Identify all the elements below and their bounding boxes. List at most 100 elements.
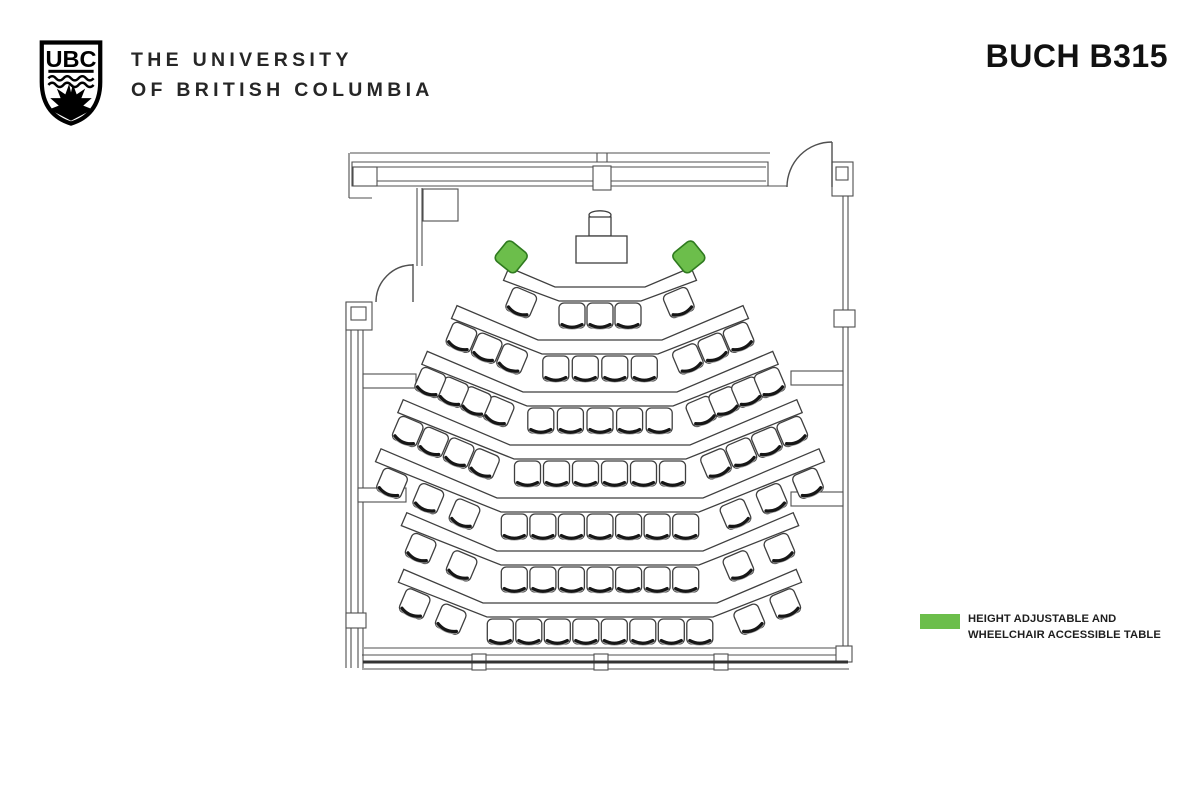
seat [722, 321, 755, 354]
seat [571, 460, 600, 488]
door-arc-top-right [786, 141, 833, 188]
seat [629, 460, 658, 488]
seat [529, 513, 557, 541]
seat [543, 618, 571, 646]
seat [470, 332, 503, 364]
row-table [397, 568, 803, 618]
row-table [396, 398, 804, 460]
seat [776, 415, 809, 448]
lectern [575, 235, 628, 264]
seat [686, 618, 714, 646]
seat [719, 498, 752, 530]
seat [571, 355, 599, 383]
accessible-seat [494, 240, 528, 274]
seat [556, 407, 585, 435]
seat [486, 618, 514, 646]
row-table [420, 350, 780, 407]
seat [482, 395, 515, 428]
doors [375, 141, 833, 303]
seat [643, 566, 671, 594]
row-table [400, 511, 800, 566]
seat [542, 355, 570, 383]
seat [763, 532, 796, 565]
seat [542, 460, 571, 488]
door-arc-left [375, 264, 414, 303]
row-table [374, 447, 826, 513]
seat [657, 618, 685, 646]
seat [557, 513, 586, 541]
seat [468, 448, 500, 480]
seat [500, 513, 528, 541]
row-5 [374, 447, 826, 541]
legend-label: HEIGHT ADJUSTABLE AND WHEELCHAIR ACCESSI… [968, 612, 1161, 643]
seat [753, 366, 786, 399]
seat [527, 407, 555, 435]
seat [755, 482, 788, 515]
seat [586, 302, 614, 330]
seat [600, 460, 629, 488]
seat [513, 460, 542, 488]
row-6 [400, 511, 800, 594]
seat [601, 355, 629, 383]
walls [345, 152, 856, 671]
seat [645, 407, 673, 435]
seat [445, 321, 478, 354]
seat [700, 448, 732, 480]
ubc-crest-icon: UBC [39, 40, 103, 126]
seat [404, 532, 437, 565]
seat [769, 588, 802, 620]
university-wordmark: THE UNIVERSITY OF BRITISH COLUMBIA [131, 45, 434, 105]
legend-label-line2: WHEELCHAIR ACCESSIBLE TABLE [968, 628, 1161, 641]
seat [448, 498, 481, 530]
seat [614, 513, 643, 541]
seat [672, 513, 700, 541]
legend-swatch [920, 614, 960, 629]
logo-monogram: UBC [45, 46, 96, 72]
seat [434, 603, 467, 635]
seat [529, 566, 557, 594]
row-4 [391, 398, 809, 488]
seat [417, 426, 450, 458]
seat [500, 566, 528, 594]
row-table [502, 266, 698, 302]
accessible-seat [672, 240, 706, 274]
row-7 [397, 568, 803, 646]
seat [708, 386, 741, 418]
seat [614, 302, 642, 330]
row-1 [494, 240, 706, 330]
seat [672, 566, 700, 594]
seat [496, 343, 529, 375]
wordmark-line1: THE UNIVERSITY [131, 49, 353, 71]
seat [614, 566, 643, 594]
seat [615, 407, 644, 435]
seat [792, 467, 824, 499]
seat [414, 366, 447, 399]
seat [658, 460, 687, 488]
seat [600, 618, 628, 646]
seat [445, 550, 478, 582]
seat [459, 386, 492, 418]
seat [586, 566, 614, 594]
seat [586, 407, 614, 435]
seat [697, 332, 730, 364]
seat [505, 286, 538, 319]
seat [629, 618, 657, 646]
seat [515, 618, 543, 646]
instructor-podium [575, 210, 628, 264]
seat [398, 588, 431, 620]
seat [558, 302, 586, 330]
seat [376, 467, 408, 499]
wordmark-line2: OF BRITISH COLUMBIA [131, 79, 434, 101]
seat [662, 286, 695, 319]
seat [412, 482, 445, 515]
seat [630, 355, 658, 383]
legend: HEIGHT ADJUSTABLE AND WHEELCHAIR ACCESSI… [920, 612, 1161, 643]
legend-label-line1: HEIGHT ADJUSTABLE AND [968, 613, 1117, 625]
seating-rows [374, 240, 826, 646]
row-3 [414, 350, 786, 435]
seat [643, 513, 671, 541]
room-title: BUCH B315 [985, 38, 1168, 74]
ubc-logo: UBC [38, 38, 104, 128]
